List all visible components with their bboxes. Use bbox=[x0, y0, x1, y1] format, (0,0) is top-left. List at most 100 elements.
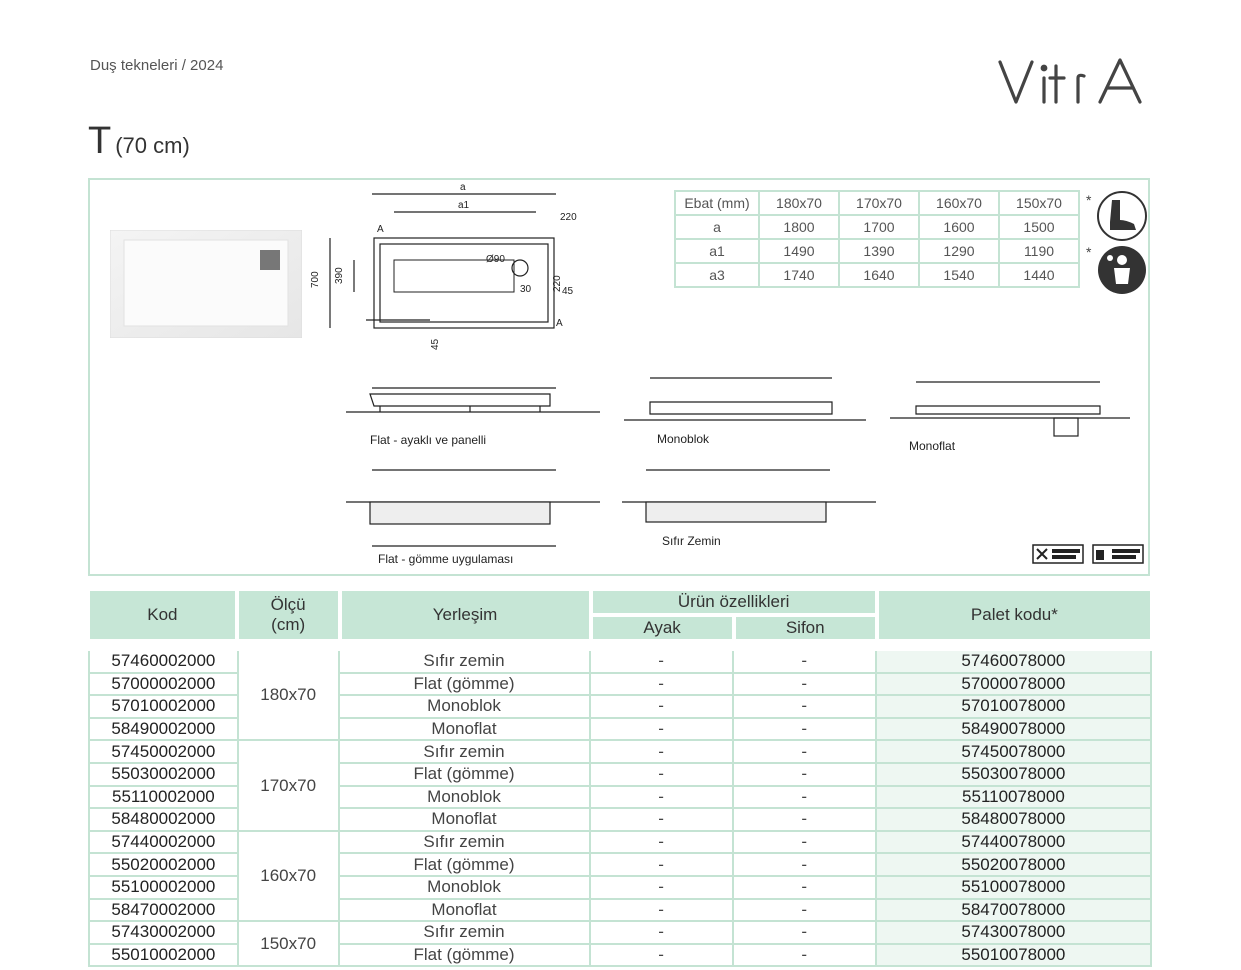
feet-value: - bbox=[590, 854, 734, 877]
placement: Monoblok bbox=[339, 876, 591, 900]
svg-text:700: 700 bbox=[310, 271, 321, 288]
pallet-code: 58490078000 bbox=[876, 718, 1152, 742]
product-code: 57450002000 bbox=[88, 741, 237, 764]
product-code: 57440002000 bbox=[88, 831, 237, 855]
product-size: 150x70 bbox=[236, 922, 340, 968]
pallet-code: 55020078000 bbox=[876, 854, 1152, 877]
header-urun-ozellikleri: Ürün özellikleri bbox=[590, 589, 877, 615]
dimension-cell: 1440 bbox=[998, 262, 1080, 288]
siphon-value: - bbox=[733, 696, 877, 719]
pallet-code: 57450078000 bbox=[876, 741, 1152, 764]
dimension-cell: 1600 bbox=[918, 214, 1000, 240]
svg-text:220: 220 bbox=[560, 212, 577, 223]
installation-icon bbox=[1092, 544, 1144, 564]
placement: Flat (gömme) bbox=[339, 854, 591, 877]
svg-text:Ø90: Ø90 bbox=[486, 254, 505, 265]
product-code: 58490002000 bbox=[88, 718, 237, 742]
product-table: Kod Ölçü (cm) Yerleşim Ürün özellikleri … bbox=[88, 589, 1152, 968]
svg-text:a: a bbox=[460, 182, 466, 193]
feet-value: - bbox=[590, 786, 734, 810]
dimension-cell: 1290 bbox=[918, 238, 1000, 264]
product-code: 57430002000 bbox=[88, 922, 237, 945]
feet-value: - bbox=[590, 899, 734, 923]
pallet-code: 55110078000 bbox=[876, 786, 1152, 810]
siphon-value: - bbox=[733, 741, 877, 764]
dimension-row-label: a3 bbox=[674, 262, 760, 288]
feet-value: - bbox=[590, 651, 734, 674]
dimension-table: Ebat (mm) 180x70 170x70 160x70 150x70 a … bbox=[674, 190, 1080, 288]
placement: Monoblok bbox=[339, 786, 591, 810]
header-kod: Kod bbox=[88, 589, 237, 641]
header-sifon: Sifon bbox=[733, 615, 877, 641]
technical-drawing: a a1 220 700 390 Ø90 30 45 A A 45 220 bbox=[310, 182, 1130, 547]
pallet-code: 57430078000 bbox=[876, 922, 1152, 945]
dimension-cell: 1700 bbox=[838, 214, 920, 240]
product-size: (70 cm) bbox=[115, 133, 190, 158]
placement: Monoblok bbox=[339, 696, 591, 719]
feet-value: - bbox=[590, 673, 734, 697]
placement: Monoflat bbox=[339, 809, 591, 832]
vitra-logo bbox=[998, 58, 1142, 104]
product-title: T(70 cm) bbox=[88, 120, 190, 163]
antislip-icon bbox=[1097, 191, 1147, 241]
svg-text:390: 390 bbox=[334, 267, 345, 284]
label-monoblok: Monoblok bbox=[657, 432, 710, 446]
product-code: 55110002000 bbox=[88, 786, 237, 810]
product-code: 57000002000 bbox=[88, 673, 237, 697]
dimension-cell: 1390 bbox=[838, 238, 920, 264]
siphon-value: - bbox=[733, 922, 877, 945]
dimension-cell: 1540 bbox=[918, 262, 1000, 288]
product-code: 55100002000 bbox=[88, 876, 237, 900]
dimension-row: a 1800 1700 1600 1500 bbox=[674, 214, 1080, 240]
product-code: 55030002000 bbox=[88, 763, 237, 787]
label-flat-recessed: Flat - gömme uygulaması bbox=[378, 552, 514, 566]
product-size: 170x70 bbox=[236, 741, 340, 832]
svg-text:a1: a1 bbox=[458, 200, 470, 211]
placement: Sıfır zemin bbox=[339, 651, 591, 674]
svg-text:220: 220 bbox=[552, 275, 563, 292]
dimension-cell: 1640 bbox=[838, 262, 920, 288]
svg-text:A: A bbox=[377, 224, 384, 235]
pallet-code: 57010078000 bbox=[876, 696, 1152, 719]
product-name: T bbox=[88, 120, 112, 162]
siphon-value: - bbox=[733, 651, 877, 674]
header-yerlesim: Yerleşim bbox=[339, 589, 591, 641]
pallet-code: 55010078000 bbox=[876, 944, 1152, 968]
placement: Flat (gömme) bbox=[339, 944, 591, 968]
siphon-value: - bbox=[733, 944, 877, 968]
siphon-value: - bbox=[733, 673, 877, 697]
product-code: 57010002000 bbox=[88, 696, 237, 719]
placement: Monoflat bbox=[339, 718, 591, 742]
pallet-code: 55030078000 bbox=[876, 763, 1152, 787]
dimension-header-row: Ebat (mm) 180x70 170x70 160x70 150x70 bbox=[674, 190, 1080, 216]
product-code: 57460002000 bbox=[88, 651, 237, 674]
product-code: 58480002000 bbox=[88, 809, 237, 832]
pallet-code: 58480078000 bbox=[876, 809, 1152, 832]
siphon-value: - bbox=[733, 718, 877, 742]
svg-text:A: A bbox=[556, 318, 563, 329]
dimension-col: 170x70 bbox=[838, 190, 920, 216]
tool-free-icon bbox=[1032, 544, 1084, 564]
dimension-row: a1 1490 1390 1290 1190 bbox=[674, 238, 1080, 264]
feet-value: - bbox=[590, 718, 734, 742]
siphon-value: - bbox=[733, 786, 877, 810]
pallet-code: 58470078000 bbox=[876, 899, 1152, 923]
shower-tray-image bbox=[110, 230, 302, 338]
feature-star: * bbox=[1086, 192, 1092, 208]
dimension-cell: 1190 bbox=[998, 238, 1080, 264]
hygiene-icon bbox=[1098, 246, 1146, 294]
feet-value: - bbox=[590, 922, 734, 945]
product-code: 55020002000 bbox=[88, 854, 237, 877]
breadcrumb: Duş tekneleri / 2024 bbox=[90, 57, 224, 74]
dimension-cell: 1740 bbox=[758, 262, 840, 288]
technical-panel: a a1 220 700 390 Ø90 30 45 A A 45 220 Fl… bbox=[88, 178, 1150, 576]
